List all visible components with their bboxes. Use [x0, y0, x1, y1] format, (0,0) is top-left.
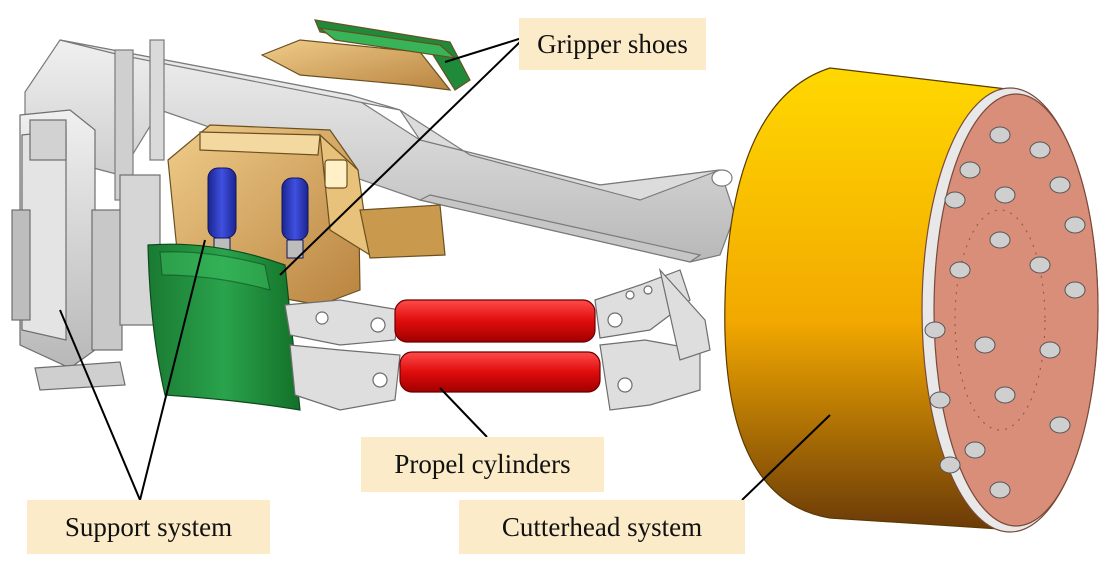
support-system — [11, 109, 161, 391]
front-clevis — [594, 267, 711, 411]
gripper-inner-cylinders — [207, 167, 309, 259]
label-support-system: Support system — [27, 500, 270, 554]
leader-propel-cylinders — [439, 387, 488, 438]
leader-support-right — [139, 239, 206, 501]
rear-clevis — [284, 299, 401, 411]
label-cutterhead-system: Cutterhead system — [459, 500, 745, 554]
leader-gripper-shoe-rear — [444, 37, 523, 63]
label-propel-cylinders: Propel cylinders — [361, 437, 604, 492]
gripper-shoe-front — [147, 243, 301, 411]
propel-cylinders — [394, 299, 601, 393]
leader-cutterhead — [741, 414, 831, 501]
rear-gripper — [260, 19, 471, 91]
leader-support-left — [59, 309, 141, 501]
leader-gripper-shoe-front — [279, 39, 523, 276]
main-beam — [24, 39, 736, 263]
disc-cutters — [924, 126, 1086, 499]
leader-lines — [59, 37, 831, 501]
label-gripper-shoes: Gripper shoes — [519, 18, 706, 70]
